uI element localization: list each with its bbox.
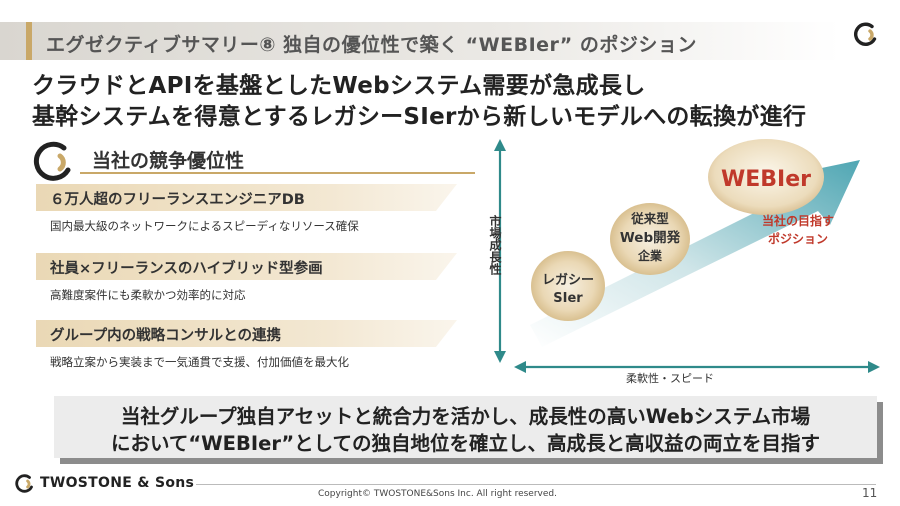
positioning-diagram: 市場成長性 柔軟性・スピード レガシー SIer 従来型 Web開発 企業 WE…: [488, 139, 880, 385]
header-accent-bar: [26, 22, 32, 60]
footer-brand: TWOSTONE & Sons: [40, 475, 195, 491]
advantage-logo-icon: [33, 141, 71, 181]
advantage-desc-3: 戦略立案から実装まで一気通貫で支援、付加価値を最大化: [50, 355, 349, 369]
advantage-desc-1: 国内最大級のネットワークによるスピーディなリソース確保: [50, 219, 359, 233]
y-axis-label: 市場成長性: [488, 214, 502, 276]
summary-line-2: において“WEBIer”としての独自地位を確立し、高成長と高収益の両立を目指す: [110, 432, 821, 455]
x-axis: [514, 361, 880, 373]
summary-box: [54, 396, 877, 458]
page-title: エグゼクティブサマリー⑧ 独自の優位性で築く “WEBIer” のポジション: [46, 34, 697, 56]
advantages-title: 当社の競争優位性: [92, 150, 245, 172]
y-axis: [494, 139, 506, 363]
target-position-label-1: 当社の目指す: [762, 213, 834, 228]
summary-line-1: 当社グループ独自アセットと統合力を活かし、成長性の高いWebシステム市場: [120, 405, 811, 428]
advantage-band-1: [36, 184, 457, 211]
advantages-title-underline: [80, 172, 475, 174]
page-number: 11: [862, 486, 878, 500]
web-dev-label-1: 従来型: [630, 211, 669, 226]
webier-bubble: [708, 139, 824, 215]
advantage-band-2: [36, 253, 457, 280]
legacy-sier-label-2: SIer: [553, 291, 583, 306]
target-position-label-2: ポジション: [768, 231, 828, 246]
headline-line-1: クラウドとAPIを基盤としたWebシステム需要が急成長し: [32, 73, 646, 99]
webier-label: WEBIer: [721, 167, 811, 192]
advantage-label-3: グループ内の戦略コンサルとの連携: [50, 328, 281, 344]
footer-logo-icon: [15, 474, 33, 493]
web-dev-label-3: 企業: [637, 248, 663, 263]
web-dev-label-2: Web開発: [620, 229, 681, 246]
headline-line-2: 基幹システムを得意とするレガシーSIerから新しいモデルへの転換が進行: [32, 104, 807, 130]
web-dev-bubble: [610, 203, 690, 275]
legacy-sier-bubble: [531, 251, 605, 321]
advantage-band-3: [36, 320, 457, 347]
legacy-sier-label-1: レガシー: [542, 273, 594, 288]
header-band: [0, 22, 840, 60]
advantage-label-1: ６万人超のフリーランスエンジニアDB: [50, 192, 305, 208]
copyright-text: Copyright© TWOSTONE&Sons Inc. All right …: [318, 489, 557, 499]
footer-rule: [196, 484, 876, 485]
advantage-label-2: 社員×フリーランスのハイブリッド型参画: [50, 261, 323, 277]
brand-logo-icon: [854, 22, 877, 46]
x-axis-label: 柔軟性・スピード: [626, 371, 714, 385]
advantage-desc-2: 高難度案件にも柔軟かつ効率的に対応: [50, 288, 246, 302]
